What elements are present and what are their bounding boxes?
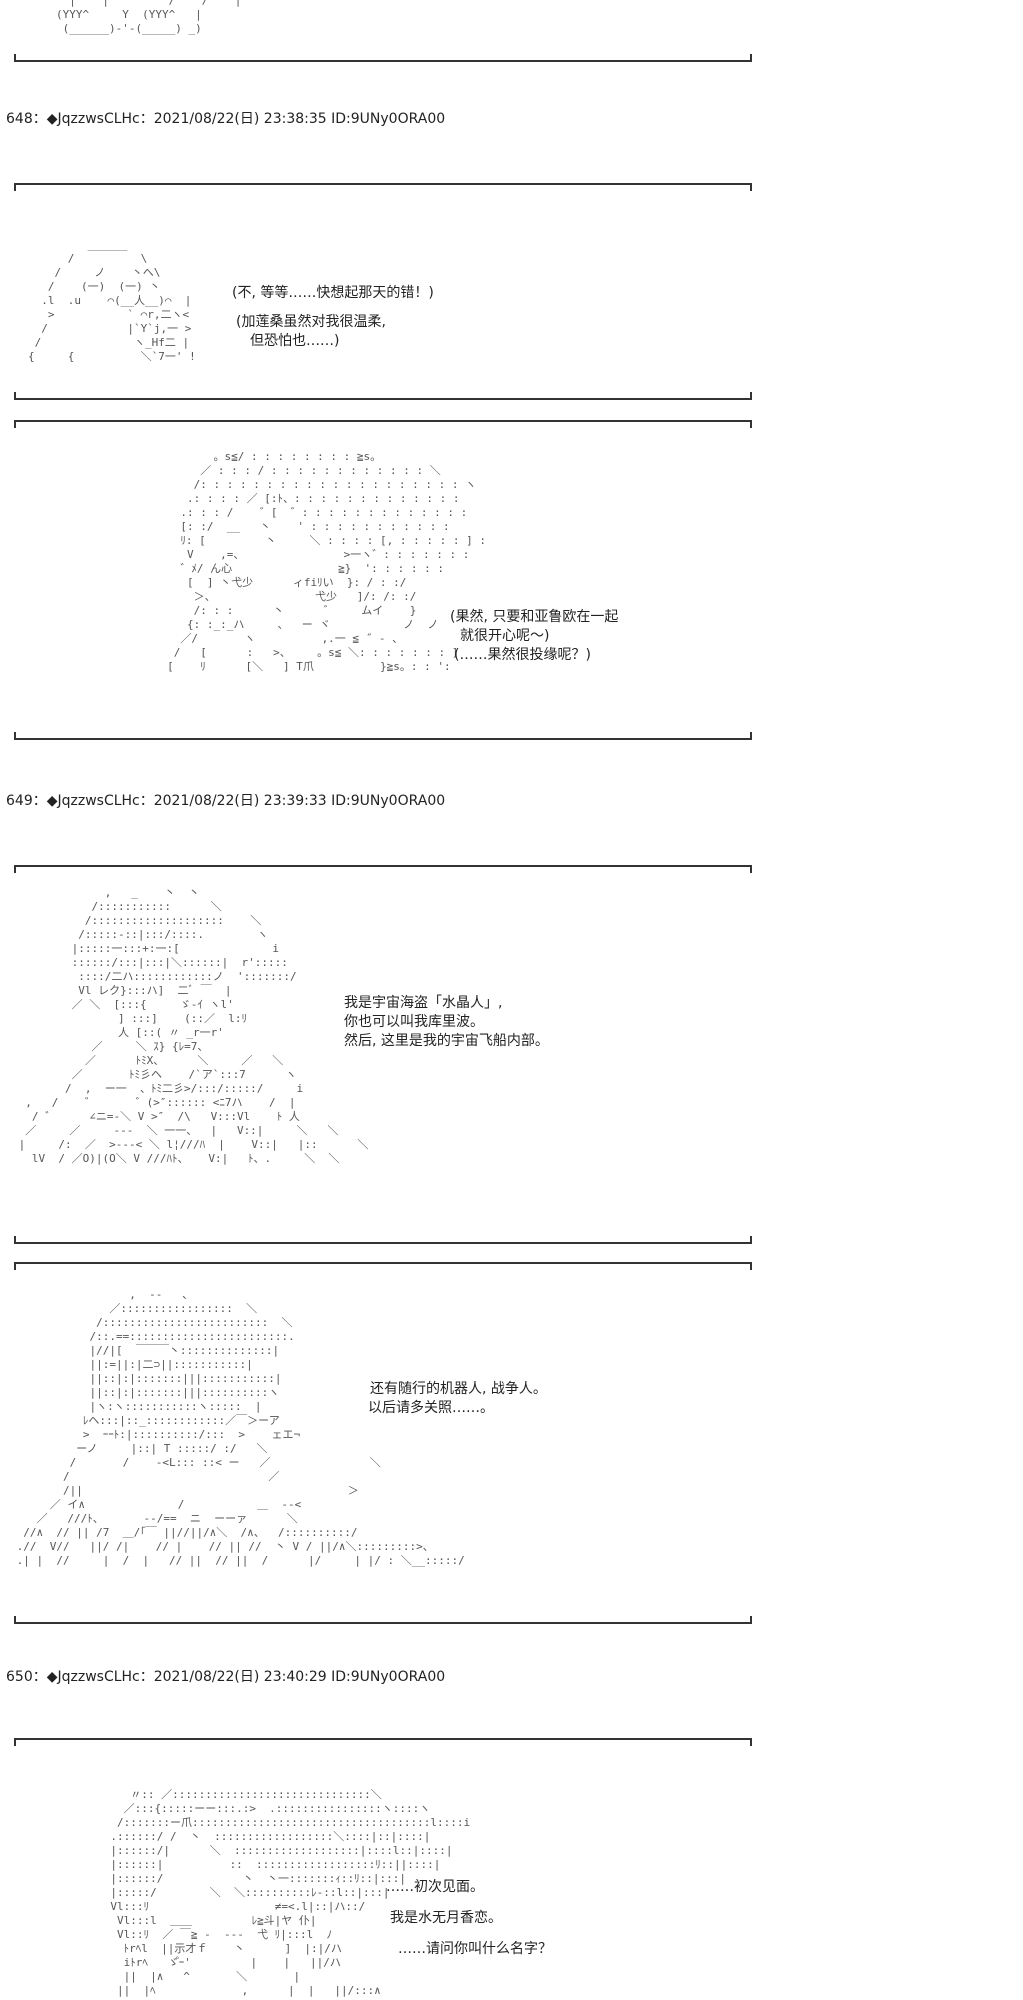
post-header-650: 650：◆JqzzwsCLHc：2021/08/22(日) 23:40:29 I… — [6, 1669, 446, 1685]
panel-4-ascii-art: , -- 、 ／::::::::::::::::: ＼ /:::::::::::… — [16, 1288, 465, 1567]
panel-3-frame-bottom — [14, 1236, 752, 1244]
panel-3-frame-top — [14, 865, 752, 873]
panel-1-ascii-art: ______ / \ / ノ 丶へ\ / (一) (一) 丶 .l .u ⌒(_… — [28, 238, 196, 363]
panel-0-frame — [14, 54, 752, 62]
post-header-648: 648：◆JqzzwsCLHc：2021/08/22(日) 23:38:35 I… — [6, 111, 446, 127]
dialogue-line: 就很开心呢～) — [460, 628, 550, 644]
panel-2-frame-top — [14, 420, 752, 428]
panel-2-frame-bottom — [14, 732, 752, 740]
panel-4-dialogue: 还有随行的机器人, 战争人。 以后请多关照……。 — [368, 1380, 547, 1418]
dialogue-line: ……请问你叫什么名字？ — [398, 1941, 552, 1957]
panel-0-ascii-art: | | / / | (YYY^ Y (YYY^ | (______)-'-(__… — [56, 0, 242, 35]
panel-2-dialogue: (果然, 只要和亚鲁欧在一起 就很开心呢～) (……果然很投缘呢？) — [450, 608, 618, 665]
dialogue-line: 以后请多关照……。 — [368, 1400, 494, 1416]
panel-2-ascii-art: 。s≦/ : : : : : : : : ≧s。 ／ : : : / : : :… — [167, 450, 487, 673]
dialogue-line: ……初次见面。 — [386, 1879, 484, 1895]
dialogue-line: 你也可以叫我库里波。 — [344, 1014, 484, 1030]
panel-5-dialogue: ……初次见面。 我是水无月香恋。 ……请问你叫什么名字？ — [384, 1878, 552, 1959]
dialogue-line: 我是宇宙海盗「水晶人」, — [344, 995, 503, 1011]
panel-5-frame-top — [14, 1738, 752, 1746]
panel-4-frame-bottom — [14, 1616, 752, 1624]
dialogue-line: 我是水无月香恋。 — [390, 1910, 502, 1926]
panel-5-ascii-art: 〃:: ／::::::::::::::::::::::::::::::＼ ／::… — [110, 1788, 471, 1997]
dialogue-line: (不, 等等……快想起那天的错！) — [232, 285, 434, 301]
panel-1-dialogue: (不, 等等……快想起那天的错！) (加莲桑虽然对我很温柔, 但恐怕也……) — [228, 284, 434, 351]
panel-1-frame-top — [14, 183, 752, 191]
panel-3-ascii-art: , _ 丶 丶 /::::::::::: ＼ /::::::::::::::::… — [18, 886, 369, 1165]
dialogue-line: (果然, 只要和亚鲁欧在一起 — [450, 609, 619, 625]
panel-1-frame-bottom — [14, 392, 752, 400]
dialogue-line: (……果然很投缘呢？) — [454, 647, 591, 663]
dialogue-line: 但恐怕也……) — [250, 333, 340, 349]
dialogue-line: 然后, 这里是我的宇宙飞船内部。 — [344, 1033, 549, 1049]
post-header-649: 649：◆JqzzwsCLHc：2021/08/22(日) 23:39:33 I… — [6, 793, 446, 809]
dialogue-line: (加莲桑虽然对我很温柔, — [236, 314, 386, 330]
panel-3-dialogue: 我是宇宙海盗「水晶人」, 你也可以叫我库里波。 然后, 这里是我的宇宙飞船内部。 — [344, 994, 549, 1051]
dialogue-line: 还有随行的机器人, 战争人。 — [370, 1381, 547, 1397]
panel-4-frame-top — [14, 1262, 752, 1270]
